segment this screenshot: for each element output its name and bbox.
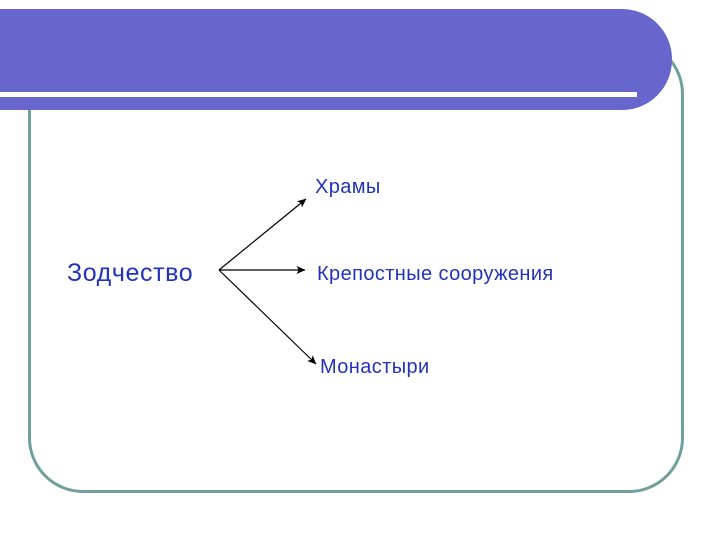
content-frame	[28, 39, 684, 493]
diagram-branch-label-monasteries: Монастыри	[320, 356, 430, 378]
header-band-stripe	[0, 92, 637, 97]
header-band	[0, 9, 672, 110]
diagram-branch-label-temples: Храмы	[315, 176, 381, 198]
diagram-root-label: Зодчество	[67, 259, 194, 287]
diagram-branch-label-fortresses: Крепостные сооружения	[317, 263, 554, 285]
